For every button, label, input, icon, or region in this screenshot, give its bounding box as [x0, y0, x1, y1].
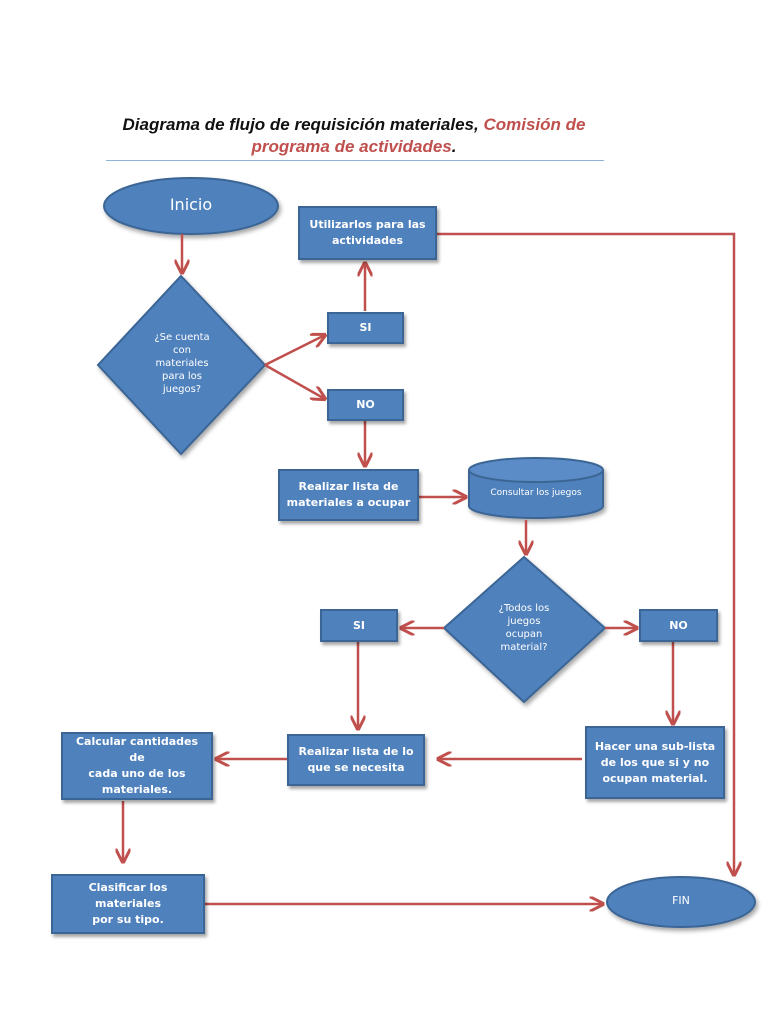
decision-games-label: ¿Todos los juegos ocupan material?: [498, 603, 550, 653]
title-accent: Comisión de programa de actividades: [251, 115, 586, 156]
decision-games-diamond: [442, 555, 607, 704]
arrow-decision-to-no: [264, 363, 325, 399]
decision-materials-diamond: [96, 274, 267, 456]
calculate-quantities-box: Calcular cantidades de cada uno de los m…: [61, 732, 213, 800]
sublist-box: Hacer una sub-lista de los que si y no o…: [585, 726, 725, 799]
use-materials-box: Utilizarlos para las actividades: [298, 206, 437, 260]
consult-games-label: Consultar los juegos: [490, 487, 582, 498]
start-ellipse: [103, 177, 279, 235]
arrow-utilizarlos-to-fin: [437, 232, 734, 875]
start-node-label: Inicio: [169, 195, 213, 214]
diagram-title: Diagrama de flujo de requisición materia…: [100, 114, 608, 158]
no-box-2: NO: [639, 609, 718, 642]
end-node-label: FIN: [672, 894, 690, 907]
no-box-1: NO: [327, 389, 404, 421]
title-main: Diagrama de flujo de requisición materia…: [122, 115, 484, 134]
make-list-box: Realizar lista de materiales a ocupar: [278, 469, 419, 521]
yes-box-2: SI: [320, 609, 398, 642]
title-underline: [106, 160, 604, 161]
end-ellipse: [606, 876, 756, 928]
database-cylinder: [468, 457, 604, 519]
make-needed-list-box: Realizar lista de lo que se necesita: [287, 734, 425, 786]
classify-materials-box: Clasificar los materiales por su tipo.: [51, 874, 205, 934]
decision-materials-label: ¿Se cuenta con materiales para los juego…: [154, 331, 210, 395]
yes-box-1: SI: [327, 312, 404, 344]
arrow-decision-to-si: [264, 335, 325, 367]
title-period: .: [451, 137, 457, 156]
